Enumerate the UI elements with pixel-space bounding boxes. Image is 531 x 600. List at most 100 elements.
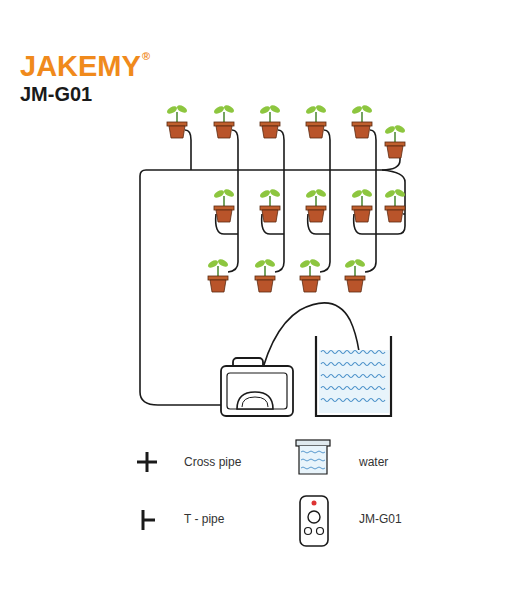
plant-part bbox=[217, 266, 218, 276]
plant-part bbox=[344, 259, 357, 270]
legend-t-pipe-symbol bbox=[143, 510, 155, 530]
main-pipe bbox=[140, 170, 382, 176]
water-container bbox=[316, 336, 391, 416]
plant-part bbox=[223, 196, 224, 206]
plant-part bbox=[214, 206, 234, 210]
potted-plant bbox=[259, 104, 282, 138]
plant-part bbox=[308, 126, 324, 138]
potted-plant bbox=[166, 104, 189, 138]
potted-plant bbox=[254, 258, 277, 292]
potted-plant bbox=[351, 188, 374, 222]
plant-part bbox=[361, 196, 362, 206]
plant-part bbox=[207, 259, 220, 270]
plant-part bbox=[352, 122, 372, 126]
plant-part bbox=[309, 266, 310, 276]
branch-pipe bbox=[376, 170, 405, 234]
pipe-network bbox=[140, 130, 405, 405]
plant-part bbox=[264, 258, 277, 269]
drip-line bbox=[232, 130, 238, 170]
plant-part bbox=[169, 126, 185, 138]
potted-plant bbox=[213, 188, 236, 222]
drip-line bbox=[403, 213, 405, 215]
plant-part bbox=[262, 126, 278, 138]
potted-plant bbox=[213, 104, 236, 138]
plant-part bbox=[216, 126, 232, 138]
plant-part bbox=[315, 188, 328, 199]
potted-plant bbox=[384, 188, 407, 222]
water-wave bbox=[321, 351, 385, 354]
plant-part bbox=[394, 188, 407, 199]
plant-part bbox=[254, 259, 267, 270]
plant-part bbox=[315, 104, 328, 115]
plant-part bbox=[308, 210, 324, 222]
plant-part bbox=[315, 112, 316, 122]
drip-line bbox=[324, 130, 330, 170]
potted-plant bbox=[299, 258, 322, 292]
plant-part bbox=[315, 196, 316, 206]
plant-part bbox=[394, 196, 395, 206]
legend-text: water bbox=[359, 456, 388, 468]
plant-part bbox=[387, 146, 403, 158]
plant-part bbox=[351, 105, 364, 116]
plant-part bbox=[361, 112, 362, 122]
plant-part bbox=[260, 206, 280, 210]
potted-plant bbox=[344, 258, 367, 292]
plant-part bbox=[259, 105, 272, 116]
pump bbox=[221, 358, 293, 416]
plant-part bbox=[262, 210, 278, 222]
plant-part bbox=[361, 188, 374, 199]
plant-part bbox=[354, 258, 367, 269]
plant-part bbox=[394, 132, 395, 142]
plant-part bbox=[345, 276, 365, 280]
legend-text: Cross pipe bbox=[184, 456, 241, 468]
plant-part bbox=[394, 124, 407, 135]
plant-part bbox=[176, 112, 177, 122]
drip-line bbox=[185, 130, 191, 170]
plant-part bbox=[305, 105, 318, 116]
plant-part bbox=[384, 125, 397, 136]
plant-part bbox=[354, 210, 370, 222]
legend-device-icon bbox=[300, 496, 328, 546]
legend-cross-pipe-symbol bbox=[137, 452, 157, 472]
water-wave bbox=[301, 451, 325, 453]
plant-part bbox=[166, 105, 179, 116]
plant-part bbox=[309, 258, 322, 269]
plant-part bbox=[299, 259, 312, 270]
plant-part bbox=[387, 210, 403, 222]
potted-plant bbox=[351, 104, 374, 138]
plant-part bbox=[213, 105, 226, 116]
water-wave bbox=[321, 387, 385, 390]
potted-plant bbox=[259, 188, 282, 222]
plant-part bbox=[354, 266, 355, 276]
plant-part bbox=[214, 122, 234, 126]
model-name: JM-G01 bbox=[20, 84, 92, 104]
water-wave bbox=[301, 459, 325, 461]
plant-part bbox=[223, 188, 236, 199]
plant-part bbox=[300, 276, 320, 280]
plant-part bbox=[257, 280, 273, 292]
plant-part bbox=[352, 206, 372, 210]
plant-part bbox=[264, 266, 265, 276]
plant-part bbox=[255, 276, 275, 280]
legend-text: T - pipe bbox=[184, 513, 224, 525]
plant-part bbox=[351, 189, 364, 200]
plant-part bbox=[385, 206, 405, 210]
plant-part bbox=[167, 122, 187, 126]
water-wave bbox=[321, 375, 385, 378]
plant-part bbox=[302, 280, 318, 292]
potted-plant bbox=[384, 124, 407, 158]
potted-plant bbox=[305, 104, 328, 138]
plant-part bbox=[260, 122, 280, 126]
plant-part bbox=[208, 276, 228, 280]
plant-part bbox=[384, 189, 397, 200]
plant-part bbox=[306, 122, 326, 126]
plant-part bbox=[361, 104, 374, 115]
plant-pots bbox=[166, 104, 407, 292]
drip-line bbox=[278, 130, 284, 170]
brand-logo: JAKEMY bbox=[20, 52, 141, 81]
registered-mark: ® bbox=[142, 51, 150, 62]
plant-part bbox=[269, 196, 270, 206]
plant-part bbox=[269, 112, 270, 122]
plant-part bbox=[223, 104, 236, 115]
